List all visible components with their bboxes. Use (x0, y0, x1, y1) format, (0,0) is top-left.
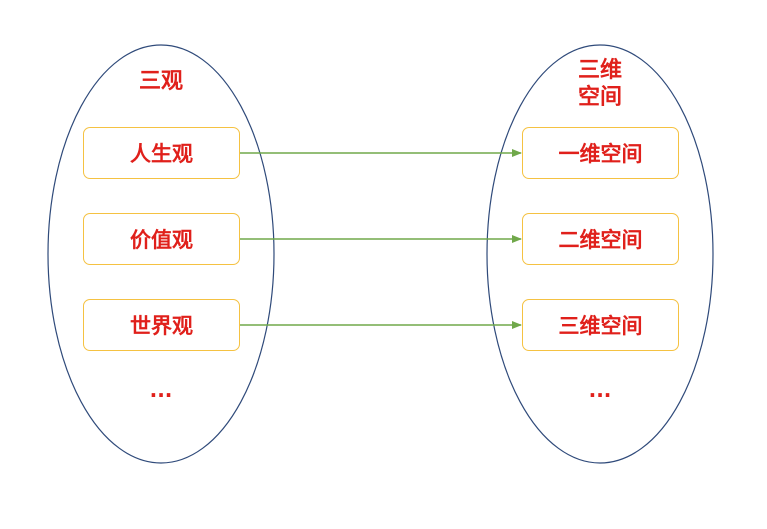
right-set-ellipse (486, 44, 714, 464)
right-node-2-label: 二维空间 (558, 228, 643, 252)
right-node-3-label: 三维空间 (558, 314, 643, 338)
right-set-title-line1: 三维 (577, 58, 622, 83)
left-node-1-label: 人生观 (130, 142, 193, 166)
left-node-3: 世界观 (83, 299, 240, 351)
left-node-2-label: 价值观 (130, 228, 193, 252)
left-set-ellipse (47, 44, 275, 464)
left-set-title: 三观 (138, 69, 183, 94)
left-node-1: 人生观 (83, 127, 240, 179)
right-node-3: 三维空间 (522, 299, 679, 351)
right-set-ellipsis: ... (588, 378, 612, 402)
left-set-ellipsis: ... (149, 378, 173, 402)
left-node-3-label: 世界观 (130, 314, 193, 338)
right-node-2: 二维空间 (522, 213, 679, 265)
left-node-2: 价值观 (83, 213, 240, 265)
right-set-title-line2: 空间 (577, 85, 622, 110)
right-node-1: 一维空间 (522, 127, 679, 179)
right-node-1-label: 一维空间 (558, 142, 643, 166)
right-set-title: 三维 空间 (560, 57, 640, 111)
